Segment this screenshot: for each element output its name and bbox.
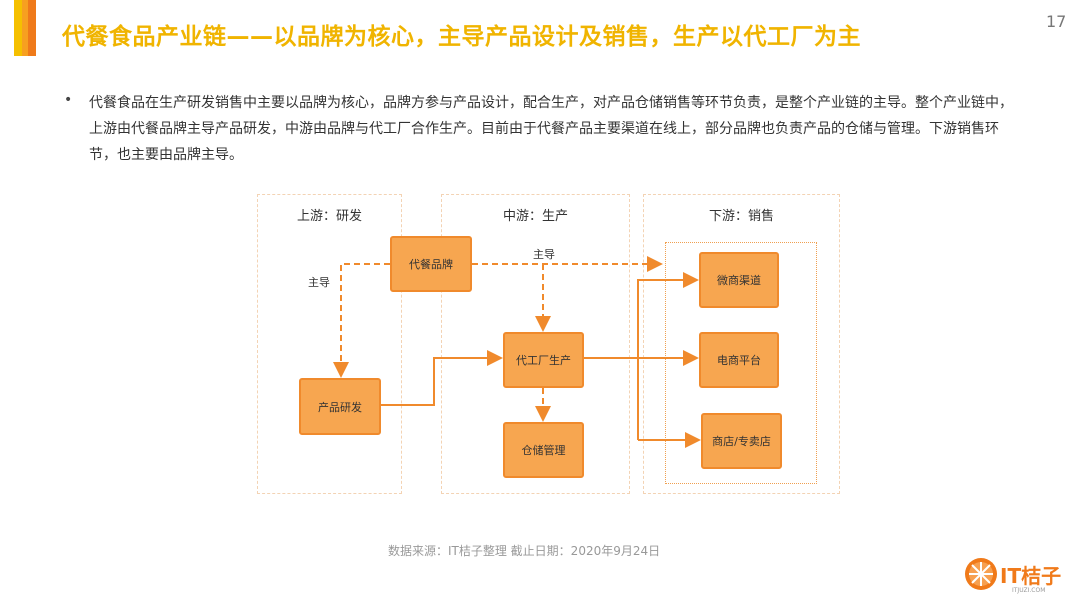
column-title: 下游：销售 <box>708 209 774 224</box>
page-title: 代餐食品产业链——以品牌为核心，主导产品设计及销售，生产以代工厂为主 <box>62 24 861 50</box>
node-ecommerce: 电商平台 <box>699 332 779 388</box>
accent-bar <box>22 0 28 56</box>
body-paragraph: 代餐食品在生产研发销售中主要以品牌为核心，品牌方参与产品设计，配合生产，对产品仓… <box>89 95 1013 163</box>
column-upstream: 上游：研发 <box>257 194 402 494</box>
column-title: 中游：生产 <box>502 209 568 224</box>
bullet: • <box>64 92 73 108</box>
node-store: 商店/专卖店 <box>701 413 782 469</box>
column-midstream: 中游：生产 <box>441 194 630 494</box>
node-wechat: 微商渠道 <box>699 252 779 308</box>
node-rnd: 产品研发 <box>299 378 381 435</box>
accent-bar <box>14 0 22 56</box>
column-downstream: 下游：销售 <box>643 194 840 494</box>
node-storage: 仓储管理 <box>503 422 584 478</box>
arrow-to-wechat <box>637 272 699 440</box>
node-factory: 代工厂生产 <box>503 332 584 388</box>
arrow-rnd-to-factory <box>381 350 503 406</box>
node-brand: 代餐品牌 <box>390 236 472 292</box>
orange-logo-icon <box>965 558 997 590</box>
data-source: 数据来源：IT桔子整理 截止日期：2020年9月24日 <box>388 544 661 558</box>
edge-label-lead: 主导 <box>308 276 330 289</box>
edge-label-lead: 主导 <box>533 248 555 261</box>
logo-subtext: ITJUZI.COM <box>1012 587 1046 594</box>
accent-bar <box>28 0 36 56</box>
arrow-brand-to-rnd <box>333 263 390 378</box>
logo-text: IT桔子 <box>1000 564 1062 588</box>
column-title: 上游：研发 <box>296 209 362 224</box>
sales-group <box>665 242 817 484</box>
page-number: 17 <box>1046 12 1067 31</box>
